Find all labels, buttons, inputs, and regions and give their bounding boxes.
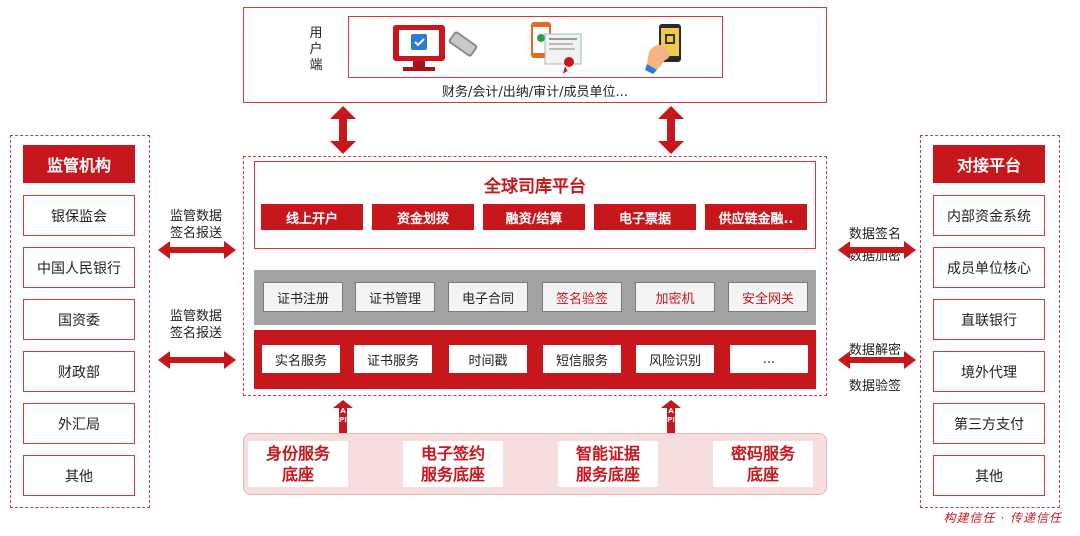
support-service: 实名服务 — [261, 344, 341, 374]
user-end-label: 用 户 端 — [309, 26, 323, 73]
double-arrow-icon — [838, 241, 916, 259]
business-service: 电子票据 — [594, 204, 696, 230]
api-label: API — [667, 407, 675, 424]
platform-title: 全球司库平台 — [484, 177, 586, 197]
base-service: 身份服务 底座 — [248, 441, 348, 487]
regulator-item: 国资委 — [23, 299, 135, 340]
connected-platform-item: 直联银行 — [933, 299, 1045, 340]
monitor-usbkey-icon — [393, 25, 478, 71]
connected-platform-item: 第三方支付 — [933, 403, 1045, 444]
data-decrypt-verify-label: 数据解密 数据验签 — [848, 343, 901, 394]
phone-certificate-icon — [531, 22, 582, 74]
user-roles-caption: 财务/会计/出纳/审计/成员单位... — [442, 85, 628, 100]
regulator-item: 财政部 — [23, 351, 135, 392]
double-arrow-icon — [658, 106, 684, 154]
connected-platform-item: 内部资金系统 — [933, 195, 1045, 236]
regulator-item: 外汇局 — [23, 403, 135, 444]
cert-service: 证书管理 — [355, 282, 435, 312]
support-service: 证书服务 — [353, 344, 433, 374]
support-service: 短信服务 — [542, 344, 622, 374]
business-service: 资金划拨 — [372, 204, 474, 230]
support-service: ... — [729, 344, 809, 374]
cert-service: 加密机 — [635, 282, 715, 312]
slogan-footer: 构建信任 · 传递信任 — [943, 511, 1062, 525]
double-arrow-icon — [838, 351, 916, 369]
regulators-title: 监管机构 — [23, 145, 135, 183]
platform-panel — [243, 156, 827, 396]
base-service: 智能证据 服务底座 — [558, 441, 658, 487]
double-arrow-icon — [158, 351, 236, 369]
business-service: 线上开户 — [261, 204, 363, 230]
cert-service: 签名验签 — [542, 282, 622, 312]
connected-platform-item: 其他 — [933, 455, 1045, 496]
regulator-item: 中国人民银行 — [23, 247, 135, 288]
regulatory-report-label: 监管数据 签名报送 — [169, 309, 222, 341]
cert-service: 安全网关 — [728, 282, 808, 312]
user-end-box — [243, 7, 827, 103]
connected-platform-item: 境外代理 — [933, 351, 1045, 392]
double-arrow-icon — [158, 241, 236, 259]
base-service: 密码服务 底座 — [713, 441, 813, 487]
support-service: 风险识别 — [635, 344, 715, 374]
support-service: 时间戳 — [448, 344, 528, 374]
certificate-layer — [254, 270, 816, 325]
cert-service: 证书注册 — [263, 282, 343, 312]
regulator-item: 银保监会 — [23, 195, 135, 236]
double-arrow-icon — [330, 106, 356, 154]
api-label: API — [339, 407, 347, 424]
connected-platforms-panel — [920, 135, 1060, 508]
user-devices-panel — [348, 16, 723, 78]
treasury-platform-box — [254, 161, 816, 249]
double-arrow-icon — [661, 400, 681, 442]
double-arrow-icon — [333, 400, 353, 442]
hand-phone-icon — [645, 24, 681, 74]
connected-platforms-title: 对接平台 — [933, 145, 1045, 183]
connected-platform-item: 成员单位核心 — [933, 247, 1045, 288]
regulators-panel — [10, 135, 150, 508]
regulatory-report-label: 监管数据 签名报送 — [169, 209, 222, 241]
support-service-layer — [254, 330, 816, 389]
business-service: 供应链金融.. — [705, 204, 807, 230]
business-service: 融资/结算 — [483, 204, 585, 230]
cert-service: 电子合同 — [448, 282, 528, 312]
regulator-item: 其他 — [23, 455, 135, 496]
base-service: 电子签约 服务底座 — [403, 441, 503, 487]
